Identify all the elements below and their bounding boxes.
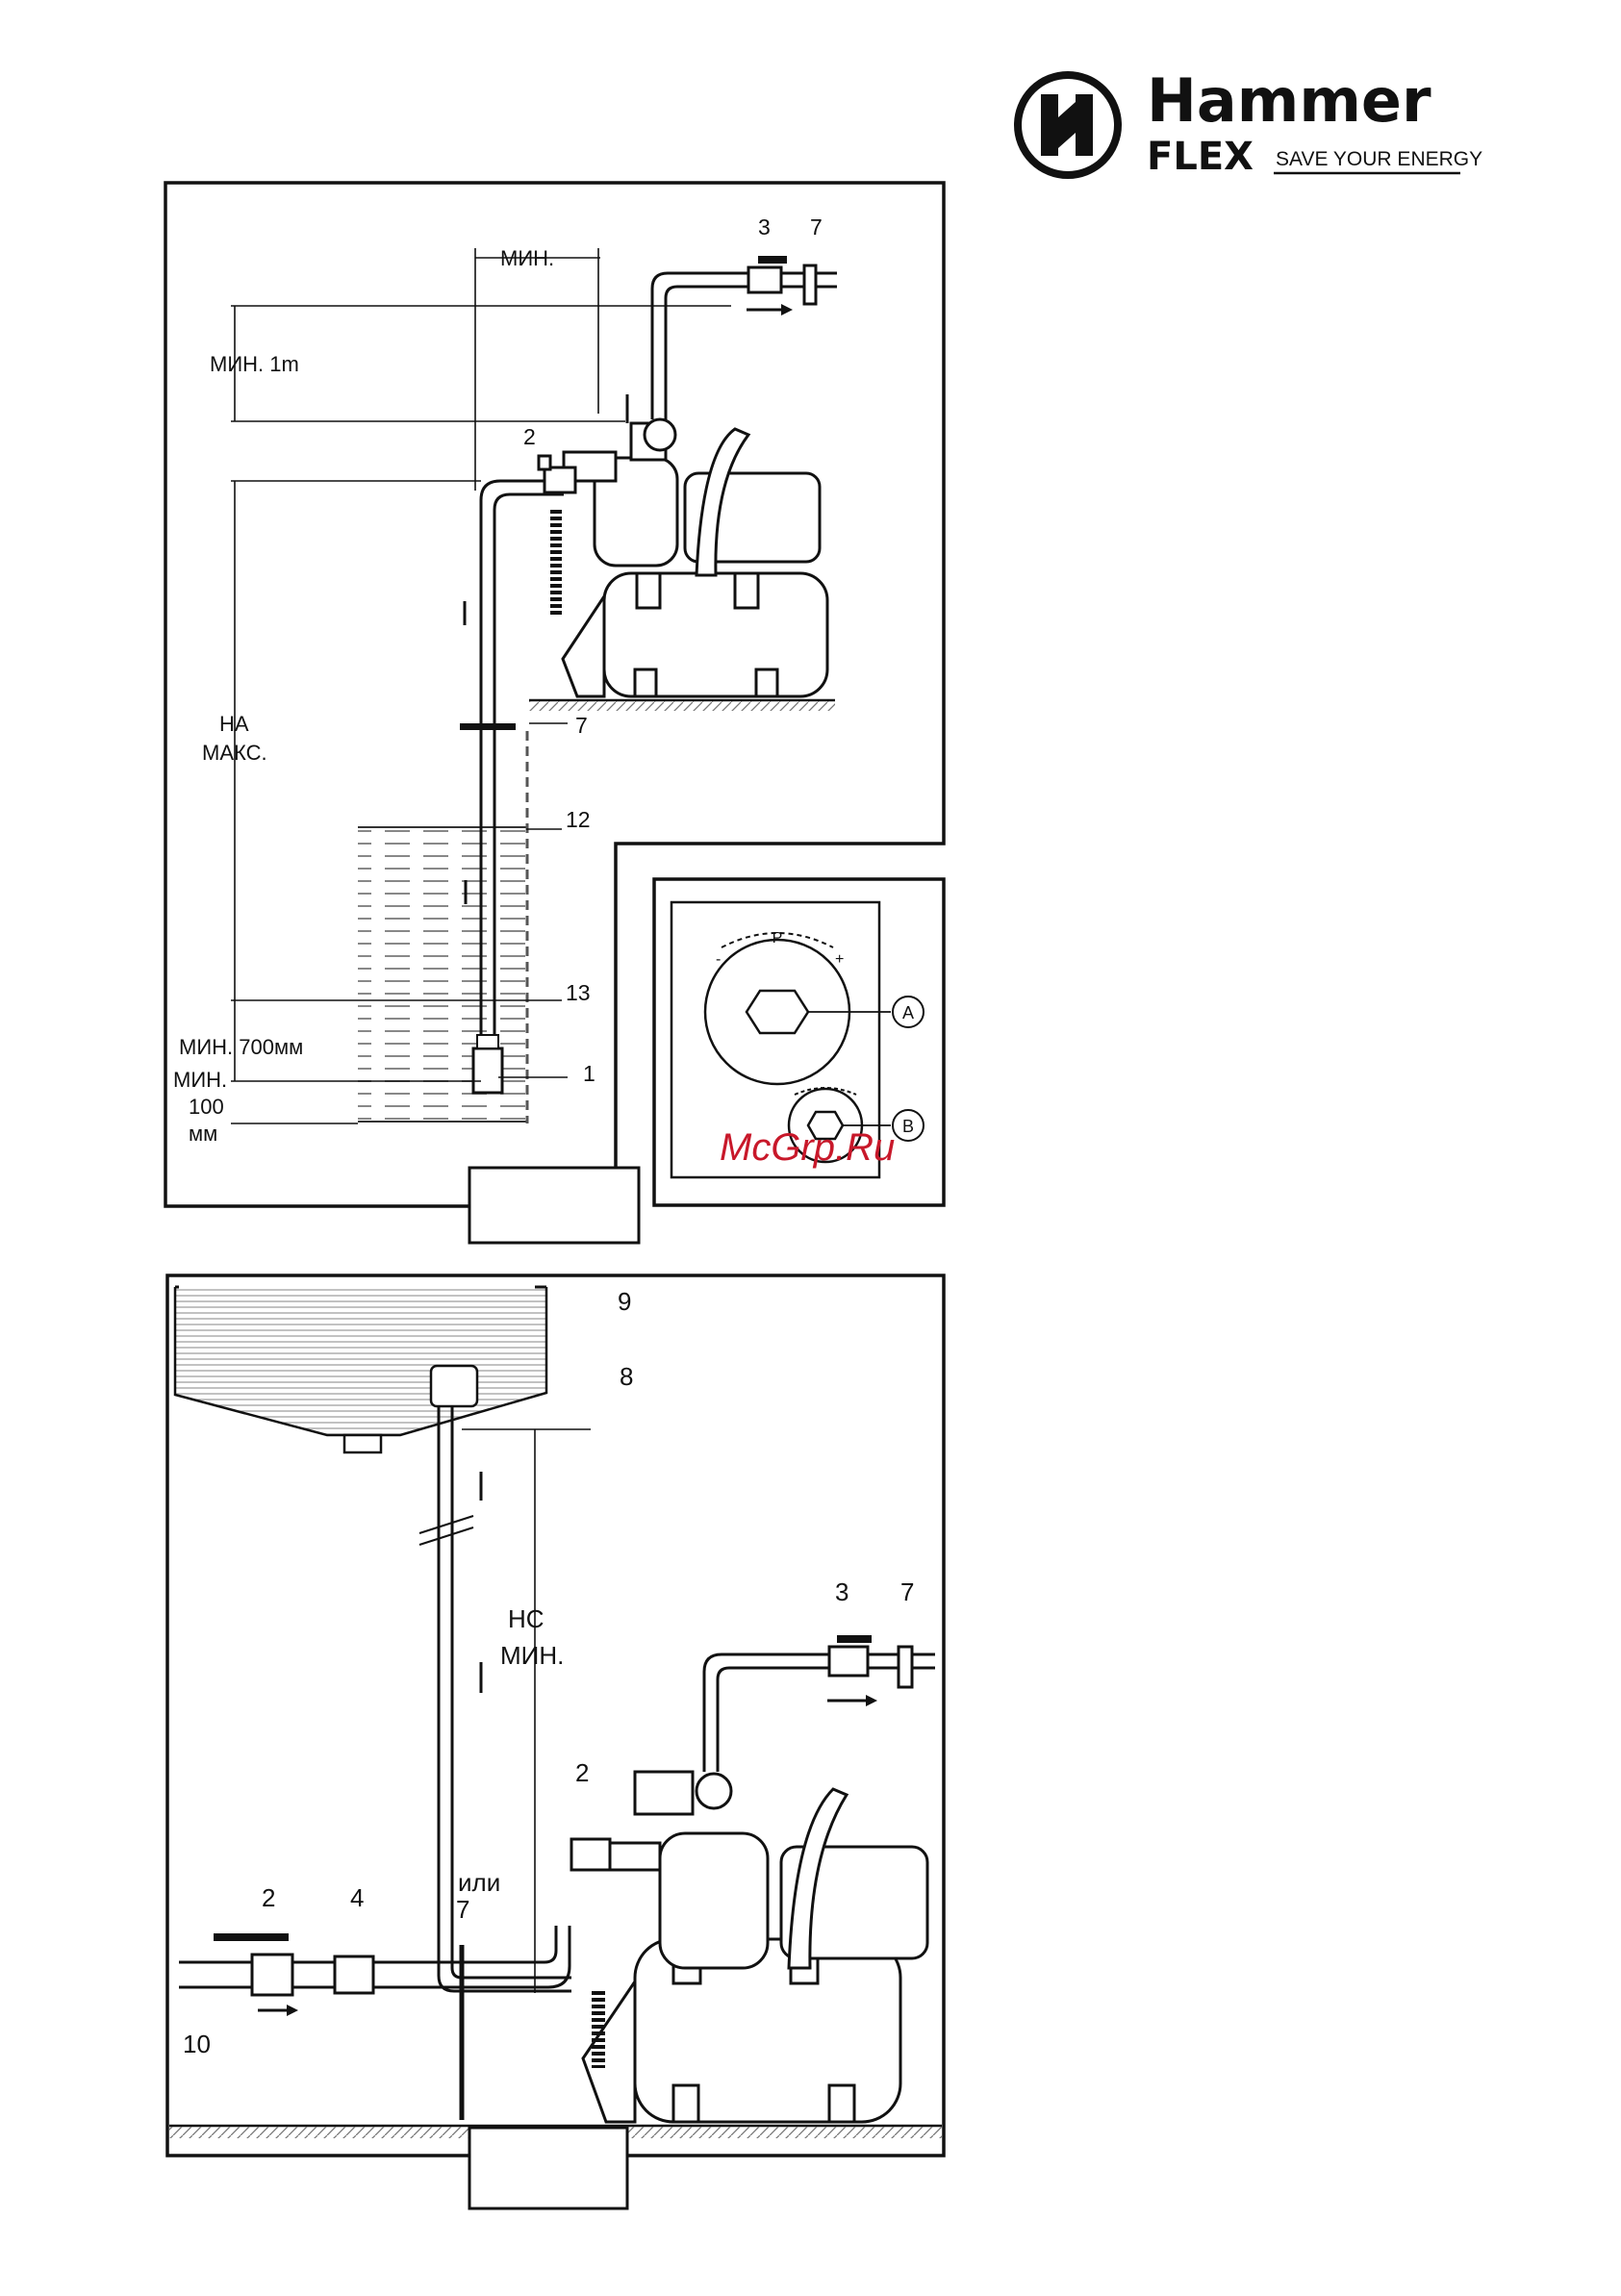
ball-valve-2 xyxy=(545,467,575,492)
tap-7 xyxy=(804,265,816,304)
callout-13: 13 xyxy=(566,980,591,1005)
callout-3-fig2: 3 xyxy=(835,1577,848,1606)
floor-hatch xyxy=(529,701,835,711)
supply-tank xyxy=(175,1287,546,1435)
pressure-gauge-icon xyxy=(645,419,675,450)
ball-valve-2-pump xyxy=(571,1839,610,1870)
callout-1: 1 xyxy=(583,1061,595,1086)
nut-a-icon xyxy=(747,991,808,1033)
label-min-1m: МИН. 1m xyxy=(210,352,299,376)
label-max: МАКС. xyxy=(202,741,267,765)
callout-4: 4 xyxy=(350,1883,364,1912)
callout-12: 12 xyxy=(566,807,591,832)
brand-logo: Hammer FLEX SAVE YOUR ENERGY xyxy=(1018,65,1482,179)
label-p: P xyxy=(773,930,783,946)
label-min-top: МИН. xyxy=(500,246,554,270)
figure-1: МИН. МИН. 1m НА МАКС. МИН. 700мм МИН. 10… xyxy=(165,183,944,1243)
foot-valve-1 xyxy=(473,1048,502,1093)
pump-body-2 xyxy=(660,1833,768,1968)
callout-10: 10 xyxy=(183,2030,211,2058)
pressure-gauge-2-icon xyxy=(697,1774,731,1808)
brand-sub: FLEX xyxy=(1147,135,1254,179)
label-a: A xyxy=(902,1003,914,1022)
brand-name: Hammer xyxy=(1147,65,1431,136)
pump-unit xyxy=(539,419,827,696)
callout-8: 8 xyxy=(620,1362,633,1391)
tap-7-fig2 xyxy=(899,1647,912,1687)
tank-outlet xyxy=(344,1435,381,1452)
ball-valve-3-fig2 xyxy=(829,1647,868,1676)
figure-2: НС МИН. или 9 8 3 7 2 2 4 7 10 xyxy=(167,1275,944,2208)
check-valve-4 xyxy=(335,1956,373,1993)
label-min-small: МИН. xyxy=(173,1068,227,1092)
filter-8 xyxy=(431,1366,477,1406)
pump-unit-2 xyxy=(571,1772,927,2122)
label-min: МИН. xyxy=(500,1641,564,1670)
label-100: 100 xyxy=(189,1095,224,1119)
callout-2-pump: 2 xyxy=(575,1758,589,1787)
callout-3: 3 xyxy=(758,214,771,240)
logo-mark-icon xyxy=(1041,94,1093,156)
figure-2-number-box xyxy=(469,2128,627,2208)
check-valve-7 xyxy=(460,723,516,730)
tank-stand xyxy=(563,596,604,696)
callout-2: 2 xyxy=(523,424,536,449)
watermark: McGrp.Ru xyxy=(720,1126,895,1169)
ball-valve-3 xyxy=(748,267,781,292)
label-ili: или xyxy=(458,1868,500,1897)
label-plus: + xyxy=(835,951,844,968)
ball-valve-2-left xyxy=(252,1955,292,1995)
callout-7-top-fig2: 7 xyxy=(900,1577,914,1606)
label-hc: НС xyxy=(508,1604,545,1633)
figure-1-number-box xyxy=(469,1168,639,1243)
label-min-700: МИН. 700мм xyxy=(179,1035,303,1059)
label-ha: НА xyxy=(219,712,249,736)
label-mm: мм xyxy=(189,1122,217,1146)
callout-7-side: 7 xyxy=(575,713,588,738)
pipe-break xyxy=(419,1516,473,1545)
callout-9: 9 xyxy=(618,1287,631,1316)
brand-tagline: SAVE YOUR ENERGY xyxy=(1276,148,1482,170)
callout-7-low: 7 xyxy=(456,1895,469,1924)
label-b: B xyxy=(902,1117,914,1136)
callout-7-top: 7 xyxy=(810,214,823,240)
label-minus: - xyxy=(716,951,721,968)
callout-2-left: 2 xyxy=(262,1883,275,1912)
